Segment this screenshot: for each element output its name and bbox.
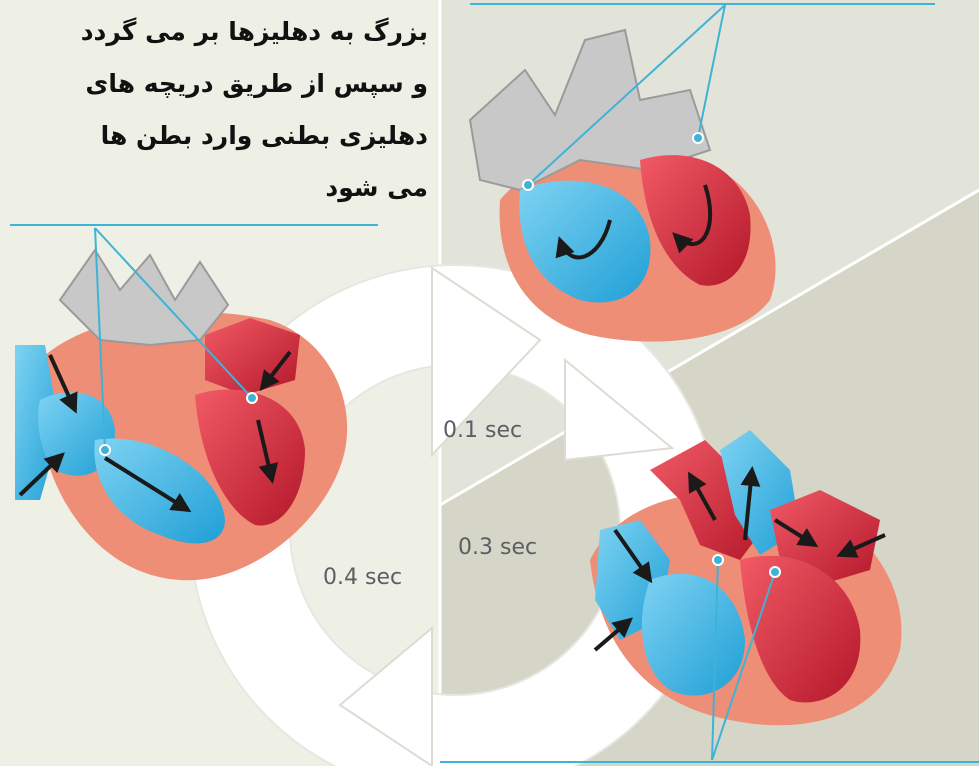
caption-text: بزرگ به دهلیزها بر می گردد و سپس از طریق…: [8, 6, 428, 214]
leader-dot: [770, 567, 780, 577]
caption-line-3: دهلیزی بطنی وارد بطن ها: [8, 110, 428, 162]
phase-label-0-4-sec: 0.4 sec: [323, 565, 402, 590]
caption-line-4: می شود: [8, 162, 428, 214]
caption-line-1: بزرگ به دهلیزها بر می گردد: [8, 6, 428, 58]
leader-dot: [100, 445, 110, 455]
leader-dot: [693, 133, 703, 143]
phase-label-0-1-sec: 0.1 sec: [443, 418, 522, 443]
leader-dot: [247, 393, 257, 403]
phase-label-0-3-sec: 0.3 sec: [458, 535, 537, 560]
leader-dot: [713, 555, 723, 565]
caption-line-2: و سپس از طریق دریچه های: [8, 58, 428, 110]
leader-dot: [523, 180, 533, 190]
